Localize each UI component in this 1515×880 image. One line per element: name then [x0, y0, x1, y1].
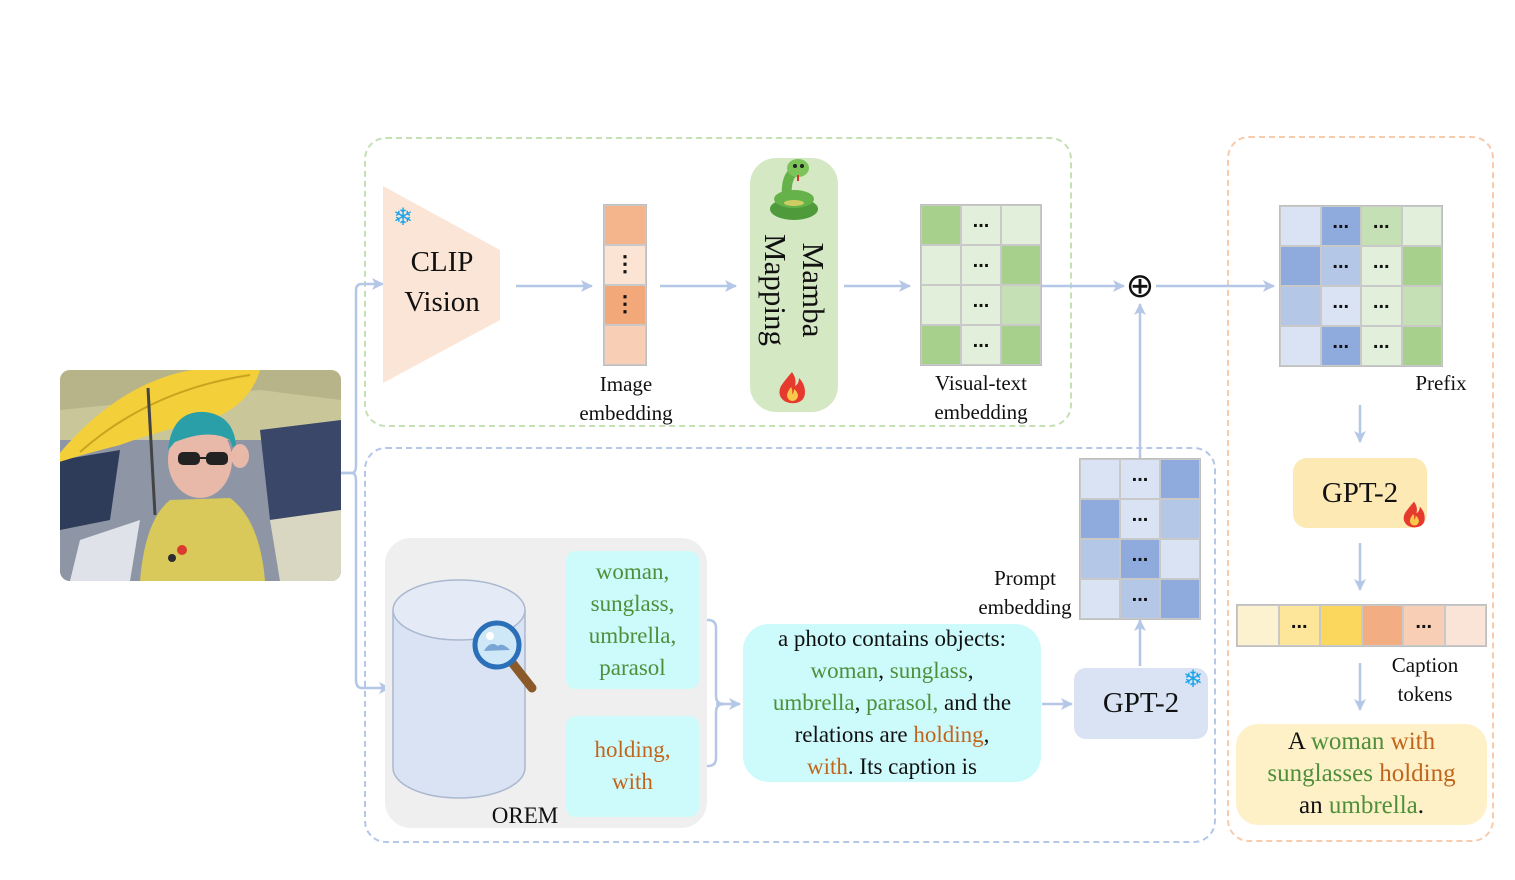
- prompt-embedding-cell: [1080, 459, 1120, 499]
- prefix-cell: [1401, 326, 1442, 366]
- prompt-embedding-cell: ...: [1120, 579, 1160, 619]
- prompt-embedding-cell: [1080, 539, 1120, 579]
- relations-box: [566, 716, 699, 817]
- caption-token-cell: [1320, 605, 1362, 646]
- snake-icon: [770, 159, 818, 220]
- prefix-cell: ...: [1361, 286, 1402, 326]
- prompt-module-box: [364, 447, 1216, 843]
- visual-text-cell: [921, 325, 961, 365]
- prompt-embedding-cell: ...: [1120, 539, 1160, 579]
- relations-text: holding,with: [594, 737, 671, 794]
- image-embedding-cell: [604, 325, 646, 365]
- decoder-module-box: [1227, 136, 1494, 842]
- caption-tokens-row: ......: [1236, 604, 1487, 647]
- prompt-embedding-cell: [1160, 499, 1200, 539]
- prefix-cell: ...: [1361, 326, 1402, 366]
- caption-output-box: [1236, 724, 1487, 825]
- prefix-cell: ...: [1320, 206, 1361, 246]
- prefix-cell: ...: [1320, 326, 1361, 366]
- prefix-cell: [1280, 246, 1321, 286]
- fire-icon: [779, 372, 805, 404]
- objects-text: woman,sunglass,umbrella,parasol: [588, 559, 677, 680]
- prompt-text: a photo contains objects: woman, sunglas…: [772, 626, 1012, 779]
- visual-text-cell: [921, 285, 961, 325]
- visual-text-embedding-grid: ............: [920, 204, 1042, 366]
- caption-token-cell: ...: [1278, 605, 1320, 646]
- prompt-embedding-cell: ...: [1120, 499, 1160, 539]
- add-operator-icon: ⊕: [1125, 266, 1155, 306]
- prompt-embedding-cell: [1160, 539, 1200, 579]
- snowflake-icon: ❄: [393, 205, 414, 231]
- prompt-embedding-cell: [1160, 459, 1200, 499]
- visual-text-cell: [1001, 205, 1041, 245]
- image-embedding-cell: ⋮: [604, 285, 646, 325]
- visual-text-cell: ...: [961, 205, 1001, 245]
- prefix-cell: [1280, 206, 1321, 246]
- prefix-cell: [1401, 246, 1442, 286]
- fire-icon: [1403, 501, 1425, 528]
- prompt-embedding-grid: ............: [1079, 458, 1201, 620]
- magnifier-icon: [472, 620, 537, 693]
- image-embedding-cell: ⋮: [604, 245, 646, 285]
- snowflake-icon: ❄: [1183, 667, 1204, 693]
- visual-text-cell: ...: [961, 245, 1001, 285]
- prefix-cell: ...: [1361, 246, 1402, 286]
- input-photo: [60, 370, 341, 581]
- prefix-label: Prefix: [1415, 371, 1467, 395]
- orem-label: OREM: [491, 803, 559, 828]
- prompt-embedding-cell: [1080, 579, 1120, 619]
- image-embedding-cell: [604, 205, 646, 245]
- caption-token-cell: [1444, 605, 1486, 646]
- caption-output-text: A woman with sunglasses holding an umbre…: [1267, 728, 1456, 819]
- visual-text-cell: [1001, 325, 1041, 365]
- visual-text-cell: [1001, 285, 1041, 325]
- prompt-embedding-cell: [1080, 499, 1120, 539]
- mapping-module-box: [364, 137, 1072, 427]
- prefix-cell: [1401, 286, 1442, 326]
- visual-text-cell: [921, 205, 961, 245]
- caption-token-cell: ...: [1403, 605, 1445, 646]
- clip-vision-block: [383, 186, 500, 383]
- prefix-cell: ...: [1320, 246, 1361, 286]
- photo-arrow-bottom: [341, 471, 391, 694]
- objects-box: [566, 551, 699, 689]
- prefix-grid: ........................: [1279, 205, 1443, 367]
- visual-text-cell: [921, 245, 961, 285]
- prefix-cell: [1280, 326, 1321, 366]
- visual-text-cell: [1001, 245, 1041, 285]
- gpt2-encoder-block: [1074, 668, 1208, 739]
- gpt2-decoder-label: GPT-2: [1321, 477, 1399, 509]
- photo-arrow-top: [341, 278, 384, 475]
- visual-text-cell: ...: [961, 285, 1001, 325]
- prefix-cell: ...: [1361, 206, 1402, 246]
- prefix-cell: [1401, 206, 1442, 246]
- prompt-embedding-cell: [1160, 579, 1200, 619]
- visual-text-cell: ...: [961, 325, 1001, 365]
- gpt2-encoder-label: GPT-2: [1102, 687, 1180, 719]
- prompt-text-box: [743, 624, 1041, 782]
- image-embedding-vector: ⋮⋮: [603, 204, 647, 366]
- prefix-cell: [1280, 286, 1321, 326]
- prefix-cell: ...: [1320, 286, 1361, 326]
- prompt-embedding-cell: ...: [1120, 459, 1160, 499]
- caption-token-cell: [1361, 605, 1403, 646]
- caption-token-cell: [1237, 605, 1279, 646]
